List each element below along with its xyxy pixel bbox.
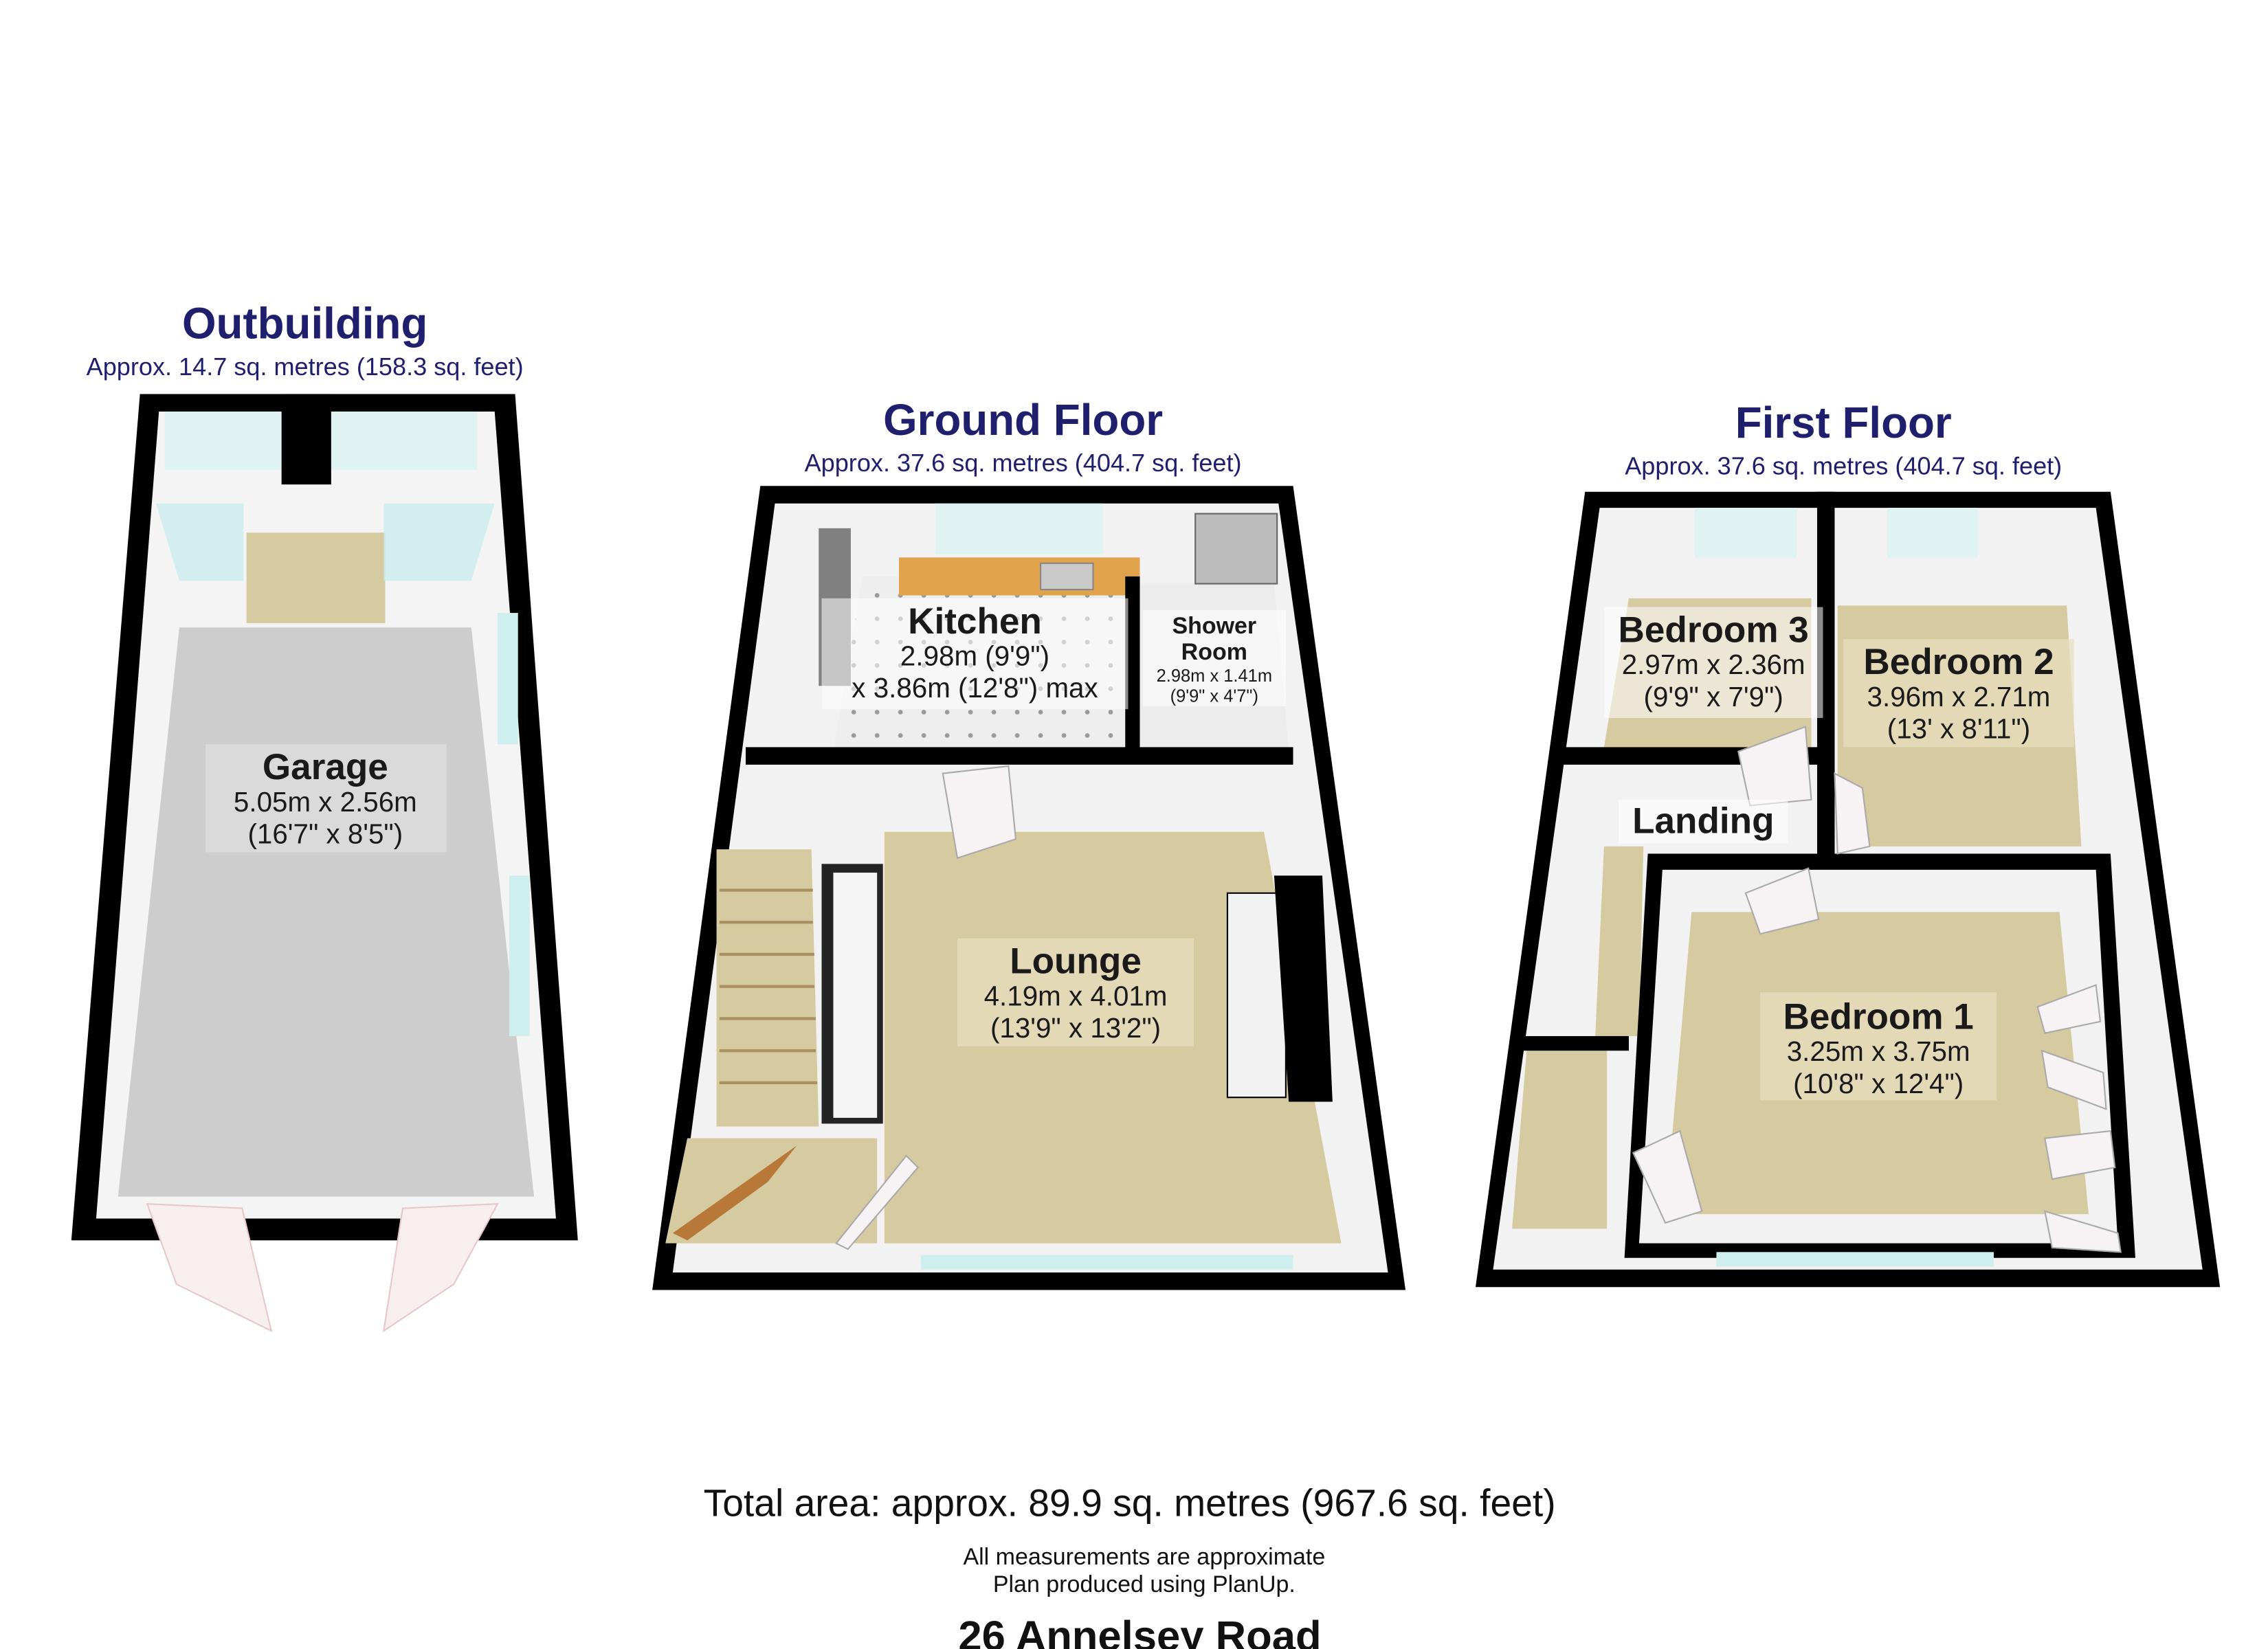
garage-inner-wall-right bbox=[383, 503, 495, 581]
garage-name: Garage bbox=[263, 747, 388, 787]
bedroom1-dim-ft: (10'8" x 12'4") bbox=[1793, 1068, 1964, 1099]
measurements-note: All measurements are approximate bbox=[963, 1544, 1325, 1570]
bedroom1-name: Bedroom 1 bbox=[1783, 996, 1974, 1037]
first-floor-title: First Floor bbox=[1735, 398, 1952, 447]
bedroom3-window bbox=[1694, 508, 1797, 558]
front-window bbox=[920, 1255, 1293, 1270]
shower-divider-wall bbox=[1125, 576, 1140, 752]
shower-name-2: Room bbox=[1181, 639, 1247, 665]
lounge-dim-m: 4.19m x 4.01m bbox=[984, 980, 1168, 1011]
kitchen-sink bbox=[1040, 562, 1094, 591]
garage-side-window-1 bbox=[497, 613, 518, 745]
wardrobe-doors bbox=[2036, 984, 2122, 1253]
bedroom3-name: Bedroom 3 bbox=[1619, 610, 1809, 651]
bedroom3-dim-m: 2.97m x 2.36m bbox=[1622, 649, 1805, 680]
shower-dim-ft: (9'9" x 4'7") bbox=[1170, 687, 1258, 706]
lounge-chimney bbox=[1226, 892, 1287, 1099]
stair-treads bbox=[719, 888, 818, 1085]
garage-back-window-right bbox=[331, 411, 478, 470]
hall-door bbox=[835, 1154, 920, 1250]
landing-name: Landing bbox=[1632, 801, 1774, 842]
bedroom3-door bbox=[1737, 726, 1812, 807]
first-floor-plan bbox=[1475, 491, 2221, 1288]
kitchen-window bbox=[935, 503, 1104, 555]
stairs-wall-face bbox=[833, 873, 878, 1118]
garage-back-step bbox=[246, 532, 386, 623]
landing-floor bbox=[1595, 846, 1644, 1036]
address: 26 Annelsey Road bbox=[958, 1613, 1321, 1649]
kitchen-worktop bbox=[899, 557, 1140, 596]
bedroom2-dim-m: 3.96m x 2.71m bbox=[1867, 681, 2051, 713]
lounge-door bbox=[942, 765, 1017, 860]
store-floor bbox=[1512, 1051, 1608, 1229]
ground-floor-area: Approx. 37.6 sq. metres (404.7 sq. feet) bbox=[805, 449, 1242, 477]
garage-side-window-2 bbox=[509, 875, 530, 1036]
kitchen-dim-2: x 3.86m (12'8") max bbox=[852, 672, 1098, 704]
lounge-chimney-breast bbox=[1274, 875, 1333, 1102]
bedroom1-window bbox=[1716, 1252, 1994, 1267]
lounge-name: Lounge bbox=[1010, 941, 1142, 982]
garage-label-box bbox=[205, 744, 447, 853]
bedroom1-door bbox=[1744, 867, 1820, 935]
garage-inner-wall-left bbox=[155, 503, 244, 581]
bedroom1-label-box bbox=[1760, 992, 1997, 1101]
bedroom3-label-box bbox=[1603, 607, 1823, 718]
garage-back-window-left bbox=[164, 411, 282, 470]
kitchen-dim-1: 2.98m (9'9") bbox=[900, 640, 1049, 671]
kitchen-label-box bbox=[821, 598, 1129, 710]
bedroom3-dim-ft: (9'9" x 7'9") bbox=[1644, 681, 1783, 713]
lounge-dim-ft: (13'9" x 13'2") bbox=[990, 1012, 1161, 1044]
store-door bbox=[1632, 1130, 1703, 1224]
shower-enclosure bbox=[1194, 513, 1278, 585]
garage-floor bbox=[118, 627, 535, 1197]
shower-dim-m: 2.98m x 1.41m bbox=[1157, 666, 1272, 686]
first-floor-area: Approx. 37.6 sq. metres (404.7 sq. feet) bbox=[1625, 451, 2062, 480]
planup-note: Plan produced using PlanUp. bbox=[993, 1571, 1296, 1597]
bedroom2-name: Bedroom 2 bbox=[1863, 642, 2054, 682]
garage-door-left bbox=[146, 1203, 273, 1332]
ground-floor-title: Ground Floor bbox=[883, 395, 1163, 445]
shower-label-box bbox=[1142, 609, 1286, 706]
kitchen-lounge-wall bbox=[746, 747, 1293, 765]
shower-name-1: Shower bbox=[1172, 613, 1256, 639]
total-area: Total area: approx. 89.9 sq. metres (967… bbox=[704, 1482, 1556, 1525]
bedroom2-window bbox=[1887, 508, 1978, 558]
kitchen-name: Kitchen bbox=[908, 601, 1042, 642]
garage-dim-m: 5.05m x 2.56m bbox=[234, 786, 417, 818]
bedroom2-dim-ft: (13' x 8'11") bbox=[1887, 713, 2030, 745]
garage-dim-ft: (16'7" x 8'5") bbox=[248, 818, 403, 850]
front-door bbox=[672, 1145, 797, 1241]
outbuilding-plan bbox=[71, 394, 578, 1333]
store-wall bbox=[1519, 1035, 1629, 1051]
outbuilding-area: Approx. 14.7 sq. metres (158.3 sq. feet) bbox=[87, 352, 524, 381]
garage-door-right bbox=[382, 1203, 499, 1333]
bedroom2-door bbox=[1834, 772, 1871, 855]
bedroom1-dim-m: 3.25m x 3.75m bbox=[1787, 1035, 1970, 1067]
landing-label-box bbox=[1619, 799, 1788, 844]
outbuilding-title: Outbuilding bbox=[182, 299, 427, 348]
lounge-label-box bbox=[957, 938, 1194, 1046]
garage-pillar bbox=[281, 394, 331, 485]
bedroom2-label-box bbox=[1843, 639, 2074, 748]
